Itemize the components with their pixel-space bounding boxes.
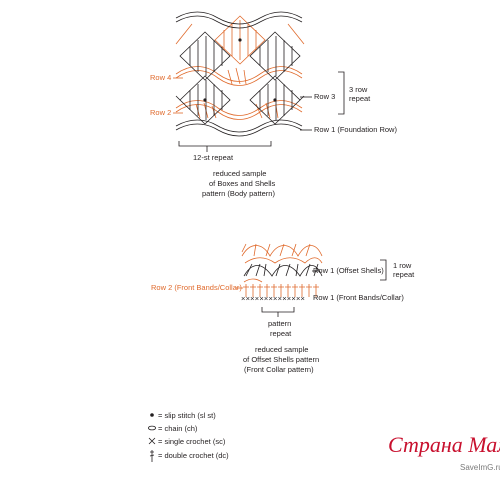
row4-shells <box>175 66 303 86</box>
row2-label: Row 2 <box>150 108 171 117</box>
caption1-line2: of Boxes and Shells <box>209 179 276 188</box>
legend-double-crochet: = double crochet (dc) <box>158 451 229 460</box>
stitch-legend: = slip stitch (sl st) = chain (ch) = sin… <box>147 411 229 462</box>
caption2-line3: (Front Collar pattern) <box>244 365 314 374</box>
st-repeat-bracket <box>178 141 272 147</box>
legend-single-crochet: = single crochet (sc) <box>158 437 226 446</box>
row1-bands-label: Row 1 (Front Bands/Collar) <box>313 293 404 302</box>
caption1-line3: pattern (Body pattern) <box>202 189 275 198</box>
slip-stitch-dots <box>203 38 277 102</box>
pattern-repeat-line2: repeat <box>270 329 292 338</box>
row2-bands-label: Row 2 (Front Bands/Collar) <box>151 283 242 292</box>
caption2-line2: of Offset Shells pattern <box>243 355 319 364</box>
boxes-shells-chart: Row 4 Row 2 Row 3 3 row repeat Row 1 (Fo… <box>150 11 397 198</box>
offset-shells-chart: ×××××××××××××× Row 1 (Offset Shells) 1 r… <box>151 243 415 374</box>
slip-stitch-icon <box>150 413 154 417</box>
row3-label: Row 3 <box>314 92 335 101</box>
watermark-title: Страна Мам <box>388 432 500 457</box>
chain-icon <box>147 425 156 431</box>
row1-offset-label: Row 1 (Offset Shells) <box>313 266 384 275</box>
single-crochet-icon <box>148 437 156 445</box>
repeat2-line1: 1 row <box>393 261 412 270</box>
watermark: Страна Мам SaveImG.ru <box>388 432 500 472</box>
double-crochet-icon <box>149 450 155 462</box>
top-chains <box>175 11 303 29</box>
foundation-row <box>175 119 303 137</box>
legend-slip-stitch: = slip stitch (sl st) <box>158 411 216 420</box>
caption1-line1: reduced sample <box>213 169 266 178</box>
legend-chain: = chain (ch) <box>158 424 198 433</box>
orange-dc-row <box>243 278 319 297</box>
row1-label: Row 1 (Foundation Row) <box>314 125 397 134</box>
pattern-repeat-line1: pattern <box>268 319 291 328</box>
row4-label: Row 4 <box>150 73 171 82</box>
row3-boxes <box>175 75 305 125</box>
st-repeat-label: 12-st repeat <box>193 153 234 162</box>
sc-row: ×××××××××××××× <box>241 294 305 303</box>
watermark-site: SaveImG.ru <box>460 463 500 472</box>
black-shell-row <box>243 263 323 277</box>
caption2-line1: reduced sample <box>255 345 308 354</box>
upper-boxes <box>179 31 301 81</box>
orange-shell-row-top <box>241 243 323 264</box>
repeat-label-line1: 3 row <box>349 85 368 94</box>
repeat2-line2: repeat <box>393 270 415 279</box>
repeat-label-line2: repeat <box>349 94 371 103</box>
pattern-repeat-bracket <box>261 307 295 313</box>
